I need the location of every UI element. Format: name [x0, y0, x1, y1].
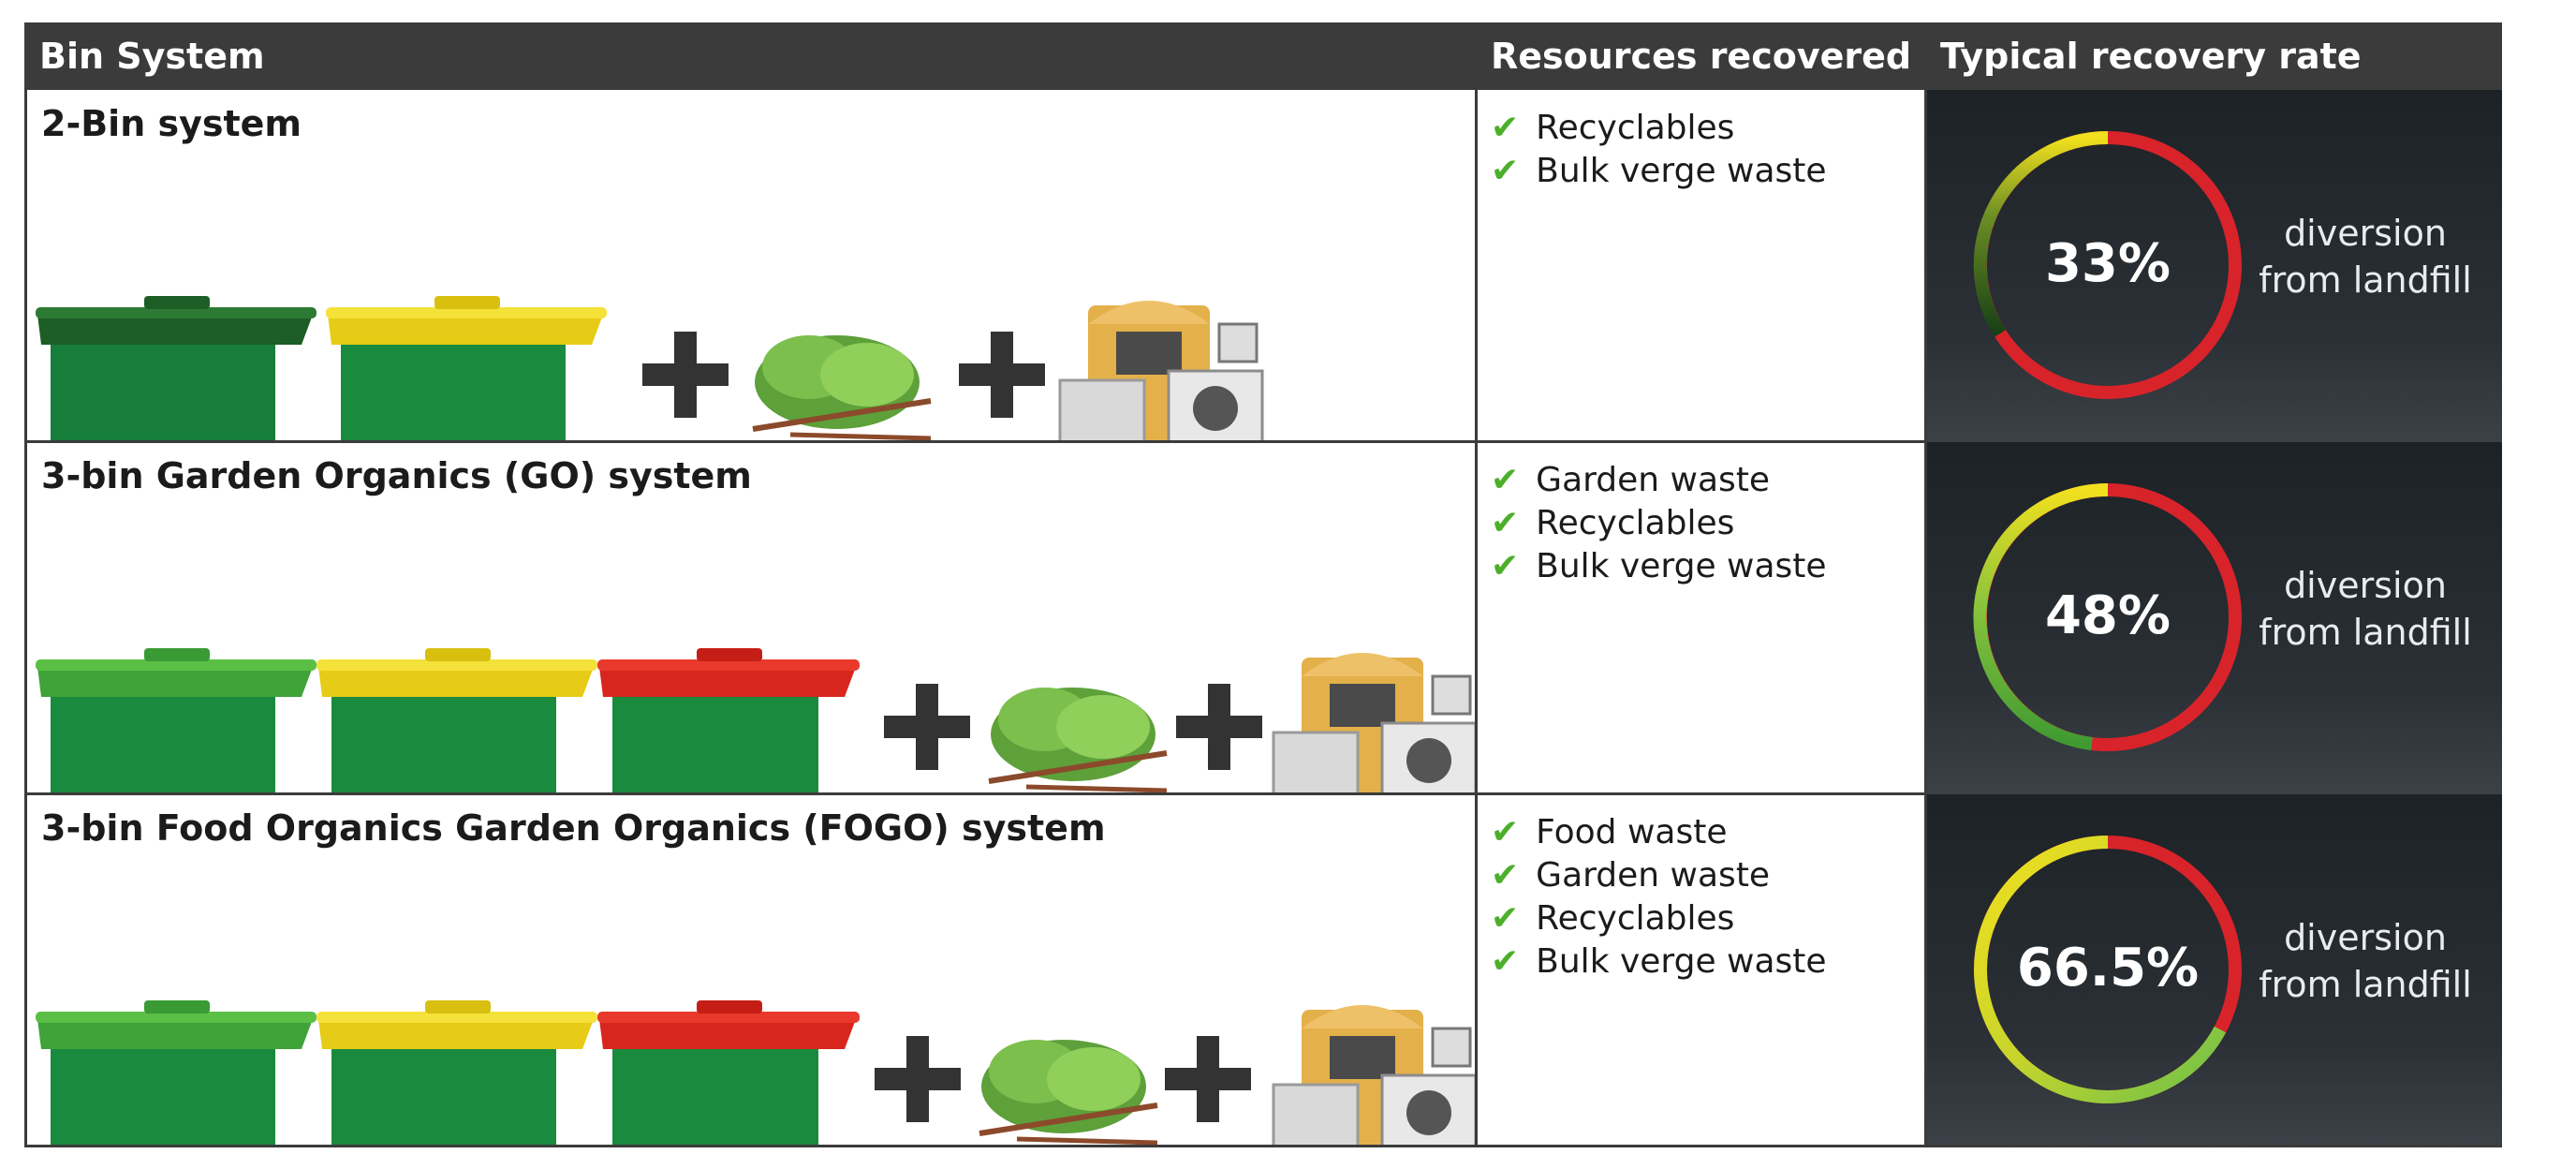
list-item: ✔Recyclables [1491, 504, 1735, 542]
header-recovery-rate: Typical recovery rate [1925, 22, 2502, 90]
bin-system-title: 3-bin Garden Organics (GO) system [41, 455, 752, 496]
list-item: ✔Recyclables [1491, 899, 1735, 938]
check-icon: ✔ [1491, 899, 1520, 938]
plus-icon [1176, 684, 1262, 770]
garden-waste-icon [979, 1040, 1158, 1146]
list-item: ✔Food waste [1491, 813, 1728, 851]
green-bin-icon [36, 648, 316, 794]
bulk-waste-icon [1272, 653, 1478, 794]
yellow-bin-icon [316, 648, 597, 794]
column-divider [1924, 22, 1927, 1147]
recovery-gauge: 33% [1973, 130, 2242, 399]
list-item: ✔Garden waste [1491, 461, 1771, 499]
table-left-border [24, 22, 27, 1147]
table-row: 3-bin Garden Organics (GO) system [24, 442, 2502, 794]
list-item: ✔Bulk verge waste [1491, 547, 1827, 585]
recovery-rate-cell: 48% diversion from landfill [1925, 442, 2502, 794]
plus-icon [884, 684, 970, 770]
bin-illustration [36, 296, 1264, 442]
check-icon: ✔ [1491, 461, 1520, 499]
recovery-gauge: 48% [1973, 482, 2242, 751]
row-divider [24, 440, 1925, 443]
check-icon: ✔ [1491, 942, 1520, 981]
bulk-waste-icon [1272, 1005, 1478, 1147]
resources-list: ✔Recyclables ✔Bulk verge waste [1491, 107, 1827, 193]
recovery-rate-cell: 33% diversion from landfill [1925, 90, 2502, 442]
yellow-bin-icon [316, 1000, 597, 1147]
gauge-caption: diversion from landfill [2259, 565, 2472, 653]
bulk-waste-icon [1058, 301, 1264, 442]
list-item: ✔Bulk verge waste [1491, 942, 1827, 981]
yellow-bin-icon [326, 296, 607, 442]
bin-illustration [36, 1000, 1478, 1147]
bin-system-cell: 3-bin Food Organics Garden Organics (FOG… [24, 794, 1478, 1147]
bin-system-table: Bin System Resources recovered Typical r… [24, 22, 2502, 1147]
green-bin-icon [36, 1000, 316, 1147]
gauge-progress-arc [1974, 836, 2227, 1103]
column-divider [1475, 22, 1478, 1147]
garden-waste-icon [752, 335, 932, 441]
bin-system-cell: 3-bin Garden Organics (GO) system [24, 442, 1478, 794]
resources-cell: ✔Recyclables ✔Bulk verge waste [1476, 90, 1925, 442]
check-icon: ✔ [1491, 547, 1520, 585]
list-item: ✔Bulk verge waste [1491, 152, 1827, 190]
table-row: 3-bin Food Organics Garden Organics (FOG… [24, 794, 2502, 1147]
recovery-gauge: 66.5% [1974, 836, 2242, 1103]
row-divider [24, 792, 1925, 795]
plus-icon [642, 332, 729, 418]
check-icon: ✔ [1491, 109, 1520, 147]
header-resources-recovered: Resources recovered [1476, 22, 1925, 90]
recovery-rate-cell: 66.5% diversion from landfill [1925, 794, 2502, 1147]
gauge-caption: diversion from landfill [2259, 213, 2472, 301]
red-bin-icon [597, 648, 860, 794]
dark-green-bin-icon [36, 296, 316, 442]
red-bin-icon [597, 1000, 860, 1147]
gauge-value: 66.5% [2017, 938, 2199, 999]
table-row: 2-Bin system [24, 90, 2502, 442]
check-icon: ✔ [1491, 152, 1520, 190]
plus-icon [959, 332, 1045, 418]
bin-illustration [36, 648, 1478, 794]
list-item: ✔Recyclables [1491, 109, 1735, 147]
plus-icon [1165, 1036, 1251, 1122]
resources-cell: ✔Garden waste ✔Recyclables ✔Bulk verge w… [1476, 442, 1925, 794]
plus-icon [875, 1036, 961, 1122]
bin-system-cell: 2-Bin system [24, 90, 1476, 442]
gauge-caption: diversion from landfill [2259, 917, 2472, 1005]
gauge-value: 33% [2045, 233, 2171, 294]
gauge-progress-arc [1973, 130, 2109, 337]
table-bottom-border [24, 1145, 2502, 1147]
resources-list: ✔Garden waste ✔Recyclables ✔Bulk verge w… [1491, 459, 1827, 588]
check-icon: ✔ [1491, 856, 1520, 895]
check-icon: ✔ [1491, 813, 1520, 851]
resources-list: ✔Food waste ✔Garden waste ✔Recyclables ✔… [1491, 811, 1827, 984]
garden-waste-icon [988, 688, 1168, 793]
header-bin-system: Bin System [24, 22, 1476, 90]
check-icon: ✔ [1491, 504, 1520, 542]
gauge-progress-arc [1973, 482, 2109, 750]
gauge-value: 48% [2045, 585, 2171, 646]
resources-cell: ✔Food waste ✔Garden waste ✔Recyclables ✔… [1476, 794, 1925, 1147]
list-item: ✔Garden waste [1491, 856, 1771, 895]
bin-system-title: 2-Bin system [41, 103, 302, 144]
bin-system-title: 3-bin Food Organics Garden Organics (FOG… [41, 807, 1106, 849]
